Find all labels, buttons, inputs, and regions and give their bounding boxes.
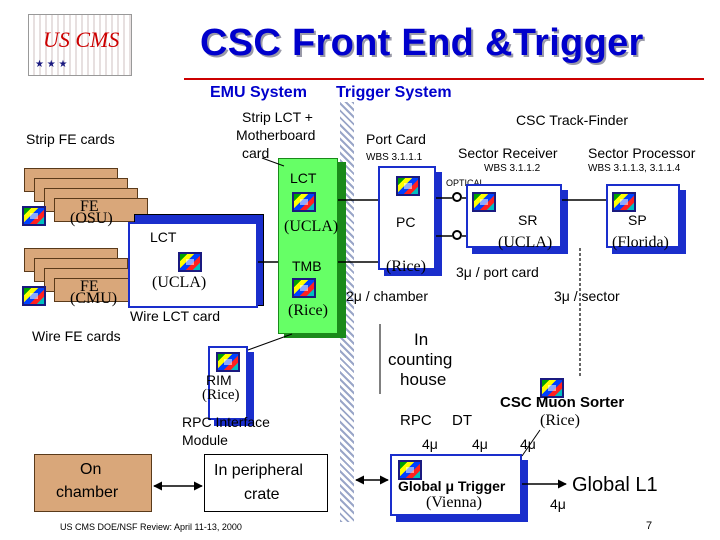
muon-sorter-label: CSC Muon Sorter — [500, 394, 625, 411]
rpc-interface-label-1: RPC Interface — [182, 414, 270, 430]
wire-fe-cards-label: Wire FE cards — [32, 328, 121, 344]
sector-receiver-label: Sector Receiver — [458, 145, 558, 161]
subtitle-emu: EMU System — [210, 84, 307, 101]
global-mu-trigger-chip-icon — [398, 460, 422, 480]
strip-fe-cards-label: Strip FE cards — [26, 131, 115, 147]
global-mu-trigger-label: Global μ Trigger — [398, 478, 506, 494]
rpc-interface-label-2: Module — [182, 432, 228, 448]
lct-left-label: LCT — [150, 229, 177, 245]
rim-label: RIM — [206, 372, 232, 388]
on-chamber-box — [34, 454, 152, 512]
sp-chip-icon — [612, 192, 636, 212]
rice-tmb-label: (Rice) — [288, 302, 328, 319]
optical-connector-top — [452, 192, 462, 202]
wbs-port-label: WBS 3.1.1.1 — [366, 152, 423, 163]
fe-cmu-label-2: (CMU) — [70, 290, 118, 307]
on-chamber-label-2: chamber — [56, 484, 119, 501]
three-mu-port-label: 3μ / port card — [456, 264, 539, 280]
sector-processor-label: Sector Processor — [588, 145, 696, 161]
strip-fe-card-4 — [54, 198, 148, 222]
logo-text: US CMS — [43, 27, 120, 52]
port-card-chip-icon — [396, 176, 420, 196]
rim-chip-icon — [216, 352, 240, 372]
counting-house-label-3: house — [400, 370, 447, 389]
motherboard-chip-top-icon — [292, 192, 316, 212]
sr-chip-icon — [472, 192, 496, 212]
wbs-sp-label: WBS 3.1.1.3, 3.1.1.4 — [588, 163, 681, 174]
strip-lct-label-1: Strip LCT + — [242, 109, 313, 125]
rim-rice-label: (Rice) — [202, 387, 240, 403]
counting-house-label-2: counting — [388, 350, 453, 369]
four-mu-sorter-label: 4μ — [520, 436, 536, 452]
global-l1-label: Global L1 — [572, 474, 658, 496]
sp-florida-label: (Florida) — [612, 234, 669, 251]
sr-ucla-label: (UCLA) — [498, 234, 553, 251]
optical-label: OPTICAL — [446, 178, 485, 188]
dt-label: DT — [452, 412, 472, 429]
page-title: CSC Front End &Trigger — [200, 22, 644, 64]
wire-lct-chip-icon — [178, 252, 202, 272]
us-cms-logo: US CMS ★ ★ ★ — [28, 14, 132, 76]
logo-stars: ★ ★ ★ — [35, 59, 68, 70]
fe-osu-label-2: (OSU) — [70, 210, 113, 227]
two-mu-chamber-label: 2μ / chamber — [346, 288, 428, 304]
strip-lct-label-3: card — [242, 145, 270, 161]
four-mu-l1-label: 4μ — [550, 496, 566, 512]
three-mu-sector-label: 3μ / sector — [554, 288, 620, 304]
port-card-label: Port Card — [366, 131, 426, 147]
four-mu-rpc-label: 4μ — [422, 436, 438, 452]
title-underline — [184, 78, 704, 80]
fe-cmu-chip-icon — [22, 286, 46, 306]
strip-lct-label-2: Motherboard — [236, 127, 316, 143]
muon-sorter-rice-label: (Rice) — [540, 412, 580, 429]
optical-connector-bottom — [452, 230, 462, 240]
lct-top-label: LCT — [290, 170, 317, 186]
fe-osu-label-1: FE — [80, 198, 99, 215]
page-number: 7 — [646, 520, 653, 532]
pc-rice-label: (Rice) — [386, 258, 426, 275]
vienna-label: (Vienna) — [426, 494, 482, 511]
pc-label: PC — [396, 214, 416, 230]
on-chamber-label-1: On — [80, 461, 102, 478]
rpc-label: RPC — [400, 412, 432, 429]
csc-track-finder-label: CSC Track-Finder — [516, 112, 629, 128]
fe-osu-chip-icon — [22, 206, 46, 226]
motherboard-chip-bottom-icon — [292, 278, 316, 298]
sr-label: SR — [518, 212, 538, 228]
tmb-label: TMB — [292, 258, 322, 274]
ucla-left-label: (UCLA) — [152, 274, 207, 291]
peripheral-crate-label-2: crate — [244, 486, 280, 503]
motherboard-board — [278, 158, 338, 334]
muon-sorter-chip-icon — [540, 378, 564, 398]
sp-label: SP — [628, 212, 647, 228]
fe-cmu-label-1: FE — [80, 278, 99, 295]
four-mu-dt-label: 4μ — [472, 436, 488, 452]
peripheral-crate-box — [204, 454, 328, 512]
counting-house-label-1: In — [414, 330, 429, 349]
wbs-sr-label: WBS 3.1.1.2 — [484, 163, 541, 174]
ucla-mid-label: (UCLA) — [284, 218, 339, 235]
wire-lct-card-label: Wire LCT card — [130, 308, 220, 324]
subtitle-trigger: Trigger System — [336, 84, 452, 101]
footer-text: US CMS DOE/NSF Review: April 11-13, 2000 — [60, 522, 242, 532]
peripheral-crate-label-1: In peripheral — [214, 462, 303, 479]
